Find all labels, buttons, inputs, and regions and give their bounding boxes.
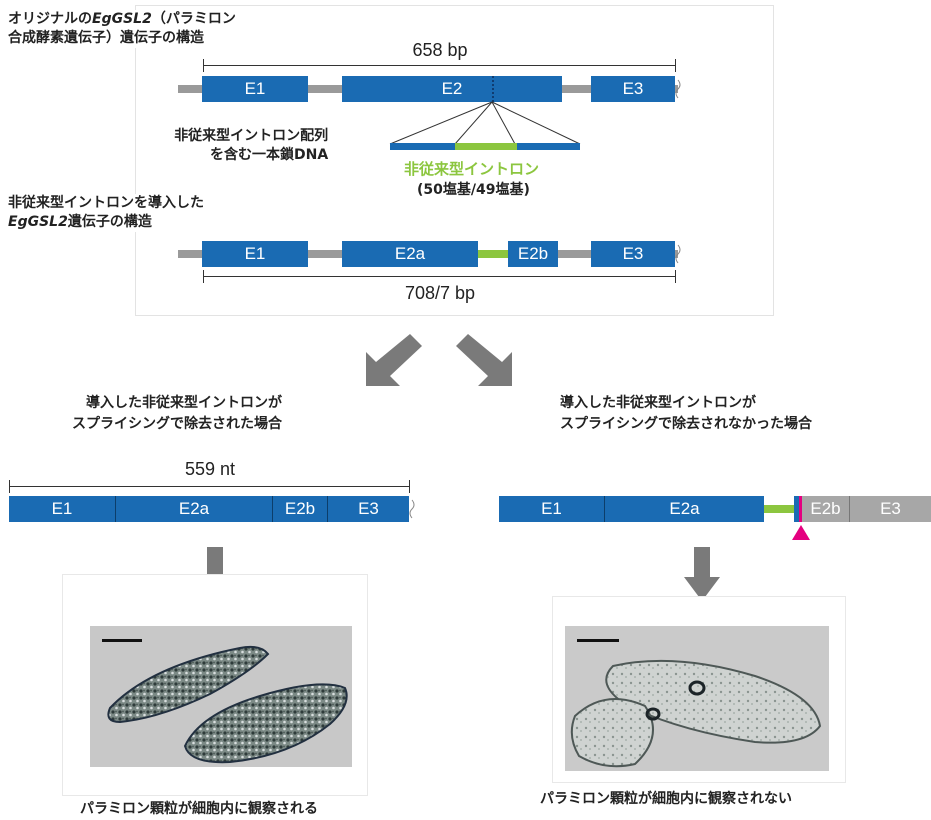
right-exon-e3: E3	[850, 496, 931, 522]
left-mrna-end-squiggle	[409, 499, 415, 519]
inserted-length-ruler	[203, 276, 675, 277]
original-title-text: オリジナルの	[8, 11, 92, 27]
left-ruler-tick-right	[409, 480, 410, 493]
inserted-exon-e2b: E2b	[508, 241, 558, 267]
left-micrograph	[90, 626, 352, 767]
right-exon-e2a: E2a	[605, 496, 764, 522]
left-caption: パラミロン顆粒が細胞内に観察される	[80, 801, 318, 817]
stop-codon-triangle-icon	[792, 525, 810, 540]
original-exon-e1: E1	[202, 76, 308, 102]
original-title-gene: EgGSL2	[92, 11, 152, 27]
original-ruler-tick-left	[203, 59, 204, 72]
original-exon-e3: E3	[591, 76, 675, 102]
inserted-title-gene: EgGSL2	[8, 214, 68, 230]
oligo-label: 非従来型イントロン配列 を含む一本鎖DNA	[170, 127, 328, 165]
original-gene-title: オリジナルのEgGSL2（パラミロン 合成酵素遺伝子）遺伝子の構造	[8, 10, 240, 48]
oligo-bar-left	[390, 143, 455, 150]
oligo-fan-lines	[389, 101, 581, 145]
right-micrograph	[565, 626, 829, 771]
inserted-title-text: 遺伝子の構造	[67, 214, 152, 230]
left-exon-e2b: E2b	[273, 496, 328, 522]
left-mrna-panel	[0, 437, 426, 541]
right-down-arrow	[684, 547, 720, 601]
left-title-line1: 導入した非従来型イントロンが	[86, 395, 282, 411]
left-length-ruler	[9, 486, 409, 487]
inserted-ruler-tick-right	[675, 270, 676, 283]
left-exon-e1: E1	[9, 496, 116, 522]
right-title-line1: 導入した非従来型イントロンが	[560, 395, 756, 411]
right-exon-e2b: E2b	[802, 496, 850, 522]
inserted-intron-segment	[478, 250, 508, 258]
right-cells-image	[565, 626, 829, 771]
right-retained-intron	[764, 505, 794, 513]
oligo-bar-right	[517, 143, 580, 150]
right-caption: パラミロン顆粒が細胞内に観察されない	[540, 791, 792, 807]
left-scale-bar	[102, 639, 142, 642]
original-ruler-tick-right	[675, 59, 676, 72]
intron-bases: (50塩基/49塩基)	[417, 182, 530, 198]
right-branch-title: 導入した非従来型イントロンが スプライシングで除去されなかった場合	[560, 393, 812, 435]
right-title-line2: スプライシングで除去されなかった場合	[560, 416, 812, 432]
left-cells-image	[90, 626, 352, 767]
original-length-ruler	[203, 65, 675, 66]
left-exon-e3: E3	[328, 496, 409, 522]
inserted-exon-e1: E1	[202, 241, 308, 267]
left-title-line2: スプライシングで除去された場合	[72, 416, 282, 432]
inserted-exon-e2a: E2a	[342, 241, 478, 267]
inserted-ruler-tick-left	[203, 270, 204, 283]
arrow-down-right	[456, 334, 512, 386]
inserted-length-label: 708/7 bp	[404, 283, 476, 303]
original-title-paren: （パラミロン	[151, 11, 236, 27]
right-stop-line	[799, 496, 802, 522]
inserted-exon-e3: E3	[591, 241, 675, 267]
arrow-down-left	[366, 334, 422, 386]
left-branch-title: 導入した非従来型イントロンが スプライシングで除去された場合	[72, 393, 282, 435]
left-length-label: 559 nt	[184, 459, 236, 479]
inserted-gene-end-squiggle	[675, 244, 681, 264]
original-exon-e2: E2	[342, 76, 562, 102]
oligo-label-line2: を含む一本鎖DNA	[210, 147, 329, 163]
left-exon-e2a: E2a	[116, 496, 273, 522]
right-exon-e2b-coding	[794, 496, 799, 522]
right-exon-e1: E1	[499, 496, 605, 522]
oligo-bar-intron	[455, 143, 517, 150]
inserted-gene-title: 非従来型イントロンを導入した EgGSL2遺伝子の構造	[8, 194, 208, 232]
insertion-site-dashed	[492, 76, 494, 102]
original-length-label: 658 bp	[412, 40, 468, 60]
oligo-label-line1: 非従来型イントロン配列	[174, 128, 329, 144]
right-scale-bar	[577, 639, 619, 642]
inserted-title-line1: 非従来型イントロンを導入した	[8, 195, 204, 211]
original-title-line2: 合成酵素遺伝子）遺伝子の構造	[8, 30, 204, 46]
intron-label: 非従来型イントロン	[404, 160, 540, 178]
original-gene-end-squiggle	[675, 79, 681, 99]
left-ruler-tick-left	[9, 480, 10, 493]
